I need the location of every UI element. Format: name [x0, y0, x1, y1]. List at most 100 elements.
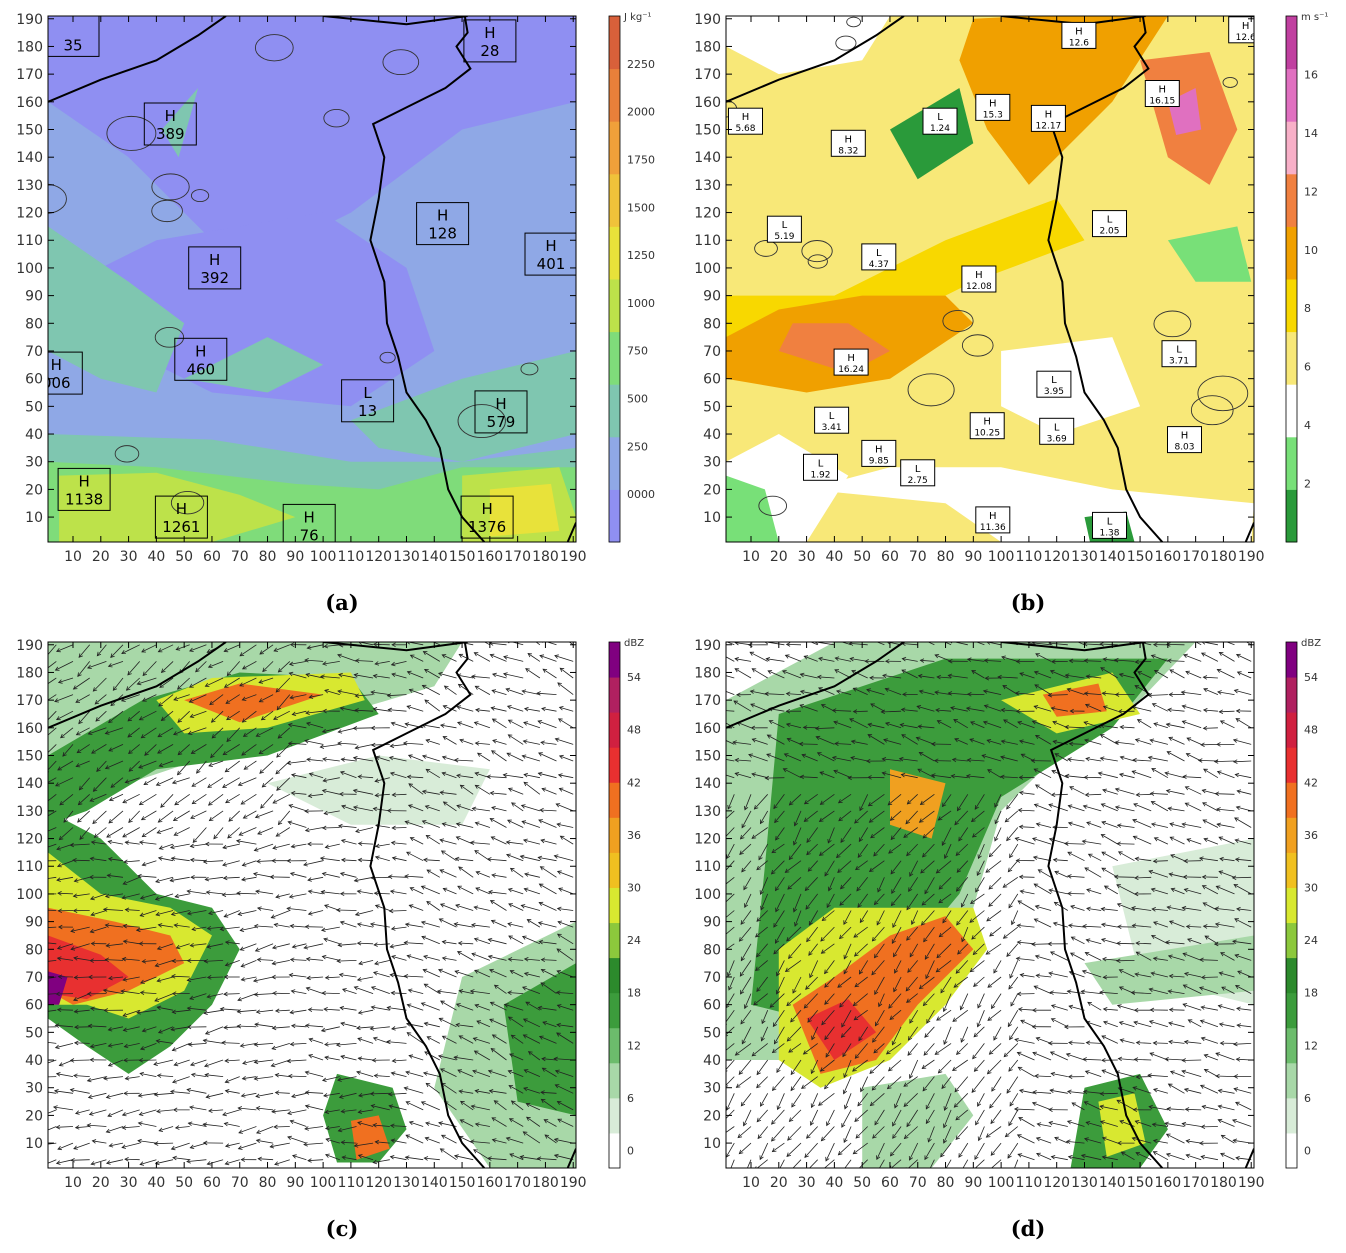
y-tick-label: 110	[694, 859, 721, 875]
y-tick-label: 170	[16, 693, 43, 709]
y-tick-label: 70	[25, 970, 43, 986]
colorbar-label: 42	[627, 776, 641, 789]
y-tick-label: 140	[694, 150, 721, 166]
marker-value: 401	[537, 255, 566, 273]
marker-type: H	[165, 107, 176, 125]
y-tick-label: 50	[25, 1025, 43, 1041]
caption-d: (d)	[928, 1216, 1128, 1241]
y-tick-label: 60	[25, 372, 43, 388]
marker-value: 579	[487, 413, 516, 431]
colorbar-swatch	[1286, 1098, 1297, 1134]
marker-type: H	[1242, 21, 1250, 32]
wind-arrowhead	[832, 638, 836, 642]
marker-value: 128	[428, 225, 457, 243]
extremum-marker: H8.03	[1168, 427, 1202, 453]
colorbar-swatch	[1286, 852, 1297, 888]
marker-type: L	[876, 248, 882, 259]
wind-arrowhead	[43, 830, 47, 834]
colorbar-swatch	[609, 174, 620, 227]
y-tick-label: 30	[25, 455, 43, 471]
wind-arrow	[1153, 1043, 1168, 1044]
panel-b: H12.6H12.6H16.15H5.68H15.3L1.24H8.32H12.…	[694, 12, 1328, 565]
marker-value: 9.85	[869, 456, 889, 466]
wind-arrowhead	[877, 1168, 880, 1172]
marker-type: H	[209, 251, 220, 269]
extremum-marker: L3.95	[1037, 371, 1071, 397]
marker-type: H	[1075, 26, 1083, 37]
colorbar-unit: dBZ	[1301, 638, 1321, 649]
colorbar-swatch	[609, 817, 620, 853]
colorbar-label: 750	[627, 345, 648, 358]
colorbar-swatch	[609, 1098, 620, 1134]
colorbar-label: 12	[1304, 185, 1318, 198]
marker-type: H	[975, 270, 983, 281]
colorbar-swatch	[1286, 384, 1297, 437]
y-tick-label: 160	[16, 95, 43, 111]
extremum-marker: H12.6	[1062, 22, 1096, 48]
colorbar-label: 24	[627, 934, 641, 947]
extremum-marker: H12.08	[962, 266, 996, 292]
colorbar-swatch	[1286, 747, 1297, 783]
wind-arrow	[274, 1127, 290, 1128]
y-tick-label: 80	[703, 316, 721, 332]
x-tick-label: 140	[421, 549, 448, 565]
y-tick-label: 140	[16, 150, 43, 166]
marker-value: 13	[358, 402, 377, 420]
wind-arrowhead	[1018, 638, 1022, 642]
marker-type: L	[1176, 345, 1182, 356]
colorbar-label: 42	[1304, 776, 1318, 789]
marker-value: 8.32	[838, 146, 858, 156]
x-tick-label: 180	[532, 549, 559, 565]
x-tick-label: 90	[964, 549, 982, 565]
marker-type: H	[989, 98, 997, 109]
x-tick-label: 130	[393, 1175, 420, 1191]
colorbar-swatch	[609, 69, 620, 122]
marker-value: 3.69	[1047, 434, 1067, 444]
wind-arrowhead	[1234, 634, 1238, 638]
marker-type: H	[1045, 109, 1053, 120]
extremum-marker: H16.15	[1145, 81, 1179, 107]
wind-arrowhead	[720, 904, 724, 908]
y-tick-label: 160	[694, 721, 721, 737]
colorbar-label: 1500	[627, 201, 655, 214]
y-tick-label: 60	[703, 998, 721, 1014]
x-tick-label: 180	[532, 1175, 559, 1191]
wind-arrowhead	[961, 1169, 964, 1173]
y-tick-label: 140	[694, 776, 721, 792]
colorbar-swatch	[609, 437, 620, 490]
colorbar-swatch	[1286, 1063, 1297, 1099]
marker-value: 1376	[468, 518, 506, 536]
marker-type: H	[845, 134, 853, 145]
x-tick-label: 110	[338, 1175, 365, 1191]
marker-value: 11.36	[980, 523, 1006, 533]
y-tick-label: 80	[25, 942, 43, 958]
marker-type: L	[937, 112, 943, 123]
colorbar-swatch	[1286, 782, 1297, 818]
x-tick-label: 140	[1099, 1175, 1126, 1191]
plot-field	[715, 634, 1254, 1178]
wind-arrow	[1020, 877, 1035, 878]
marker-type: H	[983, 417, 991, 428]
marker-type: L	[782, 220, 788, 231]
x-tick-label: 60	[881, 549, 899, 565]
wind-arrow	[58, 1010, 73, 1011]
y-tick-label: 130	[694, 178, 721, 194]
plot-field: H12.6H12.6H16.15H5.68H15.3L1.24H8.32H12.…	[712, 16, 1262, 542]
x-tick-label: 30	[798, 549, 816, 565]
x-tick-label: 120	[365, 1175, 392, 1191]
wind-arrowhead	[716, 687, 720, 691]
marker-type: H	[484, 24, 495, 42]
x-tick-label: 90	[286, 1175, 304, 1191]
marker-value: 3.41	[822, 423, 842, 433]
colorbar-label: 12	[1304, 1039, 1318, 1052]
y-tick-label: 120	[694, 206, 721, 222]
x-tick-label: 10	[64, 549, 82, 565]
wind-arrowhead	[971, 1168, 975, 1172]
y-tick-label: 50	[703, 399, 721, 415]
colorbar-label: 1750	[627, 154, 655, 167]
y-tick-label: 110	[694, 233, 721, 249]
marker-value: 35	[63, 36, 82, 54]
x-tick-label: 60	[203, 549, 221, 565]
marker-type: L	[363, 384, 372, 402]
